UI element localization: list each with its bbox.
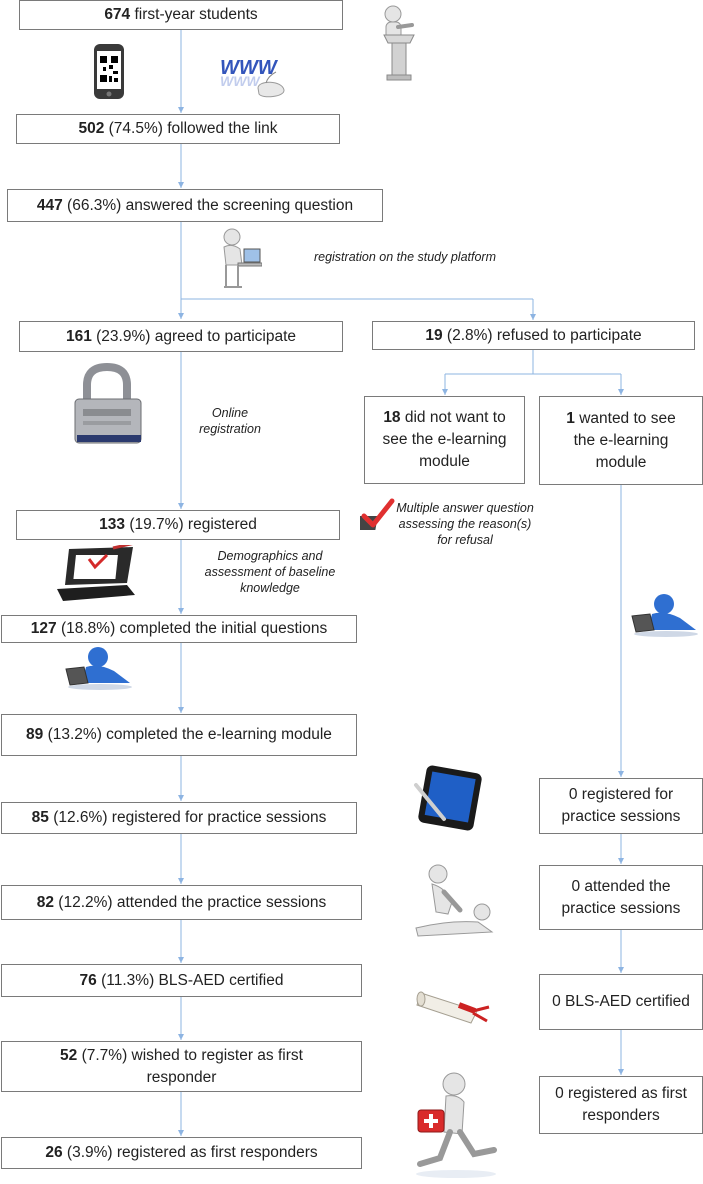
box-initial-questions: 127 (18.8%) completed the initial questi… (1, 615, 357, 643)
note-online-registration: Online registration (199, 406, 261, 436)
box-registered: 133 (19.7%) registered (16, 510, 340, 540)
box-agreed: 161 (23.9%) agreed to participate (19, 321, 343, 352)
first-aid-runner-icon (416, 1072, 497, 1178)
box-registered-practice: 85 (12.6%) registered for practice sessi… (1, 802, 357, 834)
box-right-first-responders: 0 registered as first responders (539, 1076, 703, 1134)
box-refused: 19 (2.8%) refused to participate (372, 321, 695, 350)
box-first-year-students: 674 first-year students (19, 0, 343, 30)
box-wished-first-responder: 52 (7.7%) wished to register as first re… (1, 1041, 362, 1092)
box-screening-question: 447 (66.3%) answered the screening quest… (7, 189, 383, 222)
qr-phone-icon (94, 44, 124, 99)
checkmark-icon (360, 498, 395, 530)
box-attended-practice: 82 (12.2%) attended the practice session… (1, 885, 362, 920)
diploma-icon (416, 991, 490, 1024)
lectern-figure-icon (383, 5, 415, 81)
box-registered-first-responders: 26 (3.9%) registered as first responders (1, 1137, 362, 1169)
note-multiple-answer: Multiple answer question assessing the r… (396, 501, 534, 547)
padlock-icon (74, 363, 142, 444)
www-mouse-icon: WWW WWW (220, 57, 285, 98)
laptop-checklist-icon (57, 545, 135, 601)
svg-text:WWW: WWW (220, 73, 261, 89)
note-demographics: Demographics and assessment of baseline … (204, 549, 336, 595)
cpr-figure-icon (415, 864, 494, 937)
tablet-pen-icon (414, 765, 482, 831)
box-elearning-completed: 89 (13.2%) completed the e-learning modu… (1, 714, 357, 756)
box-did-not-want-elearning: 18 did not want to see the e-learning mo… (364, 396, 525, 484)
box-followed-link: 502 (74.5%) followed the link (16, 114, 340, 144)
figure-laptop-right-icon (631, 594, 698, 637)
box-right-registered-practice: 0 registered for practice sessions (539, 778, 703, 834)
computer-user-icon (223, 228, 262, 288)
box-right-attended-practice: 0 attended the practice sessions (539, 865, 703, 930)
box-certified: 76 (11.3%) BLS-AED certified (1, 964, 362, 997)
box-right-certified: 0 BLS-AED certified (539, 974, 703, 1030)
box-wanted-elearning: 1 wanted to see the e-learning module (539, 396, 703, 485)
figure-laptop-icon (65, 647, 132, 690)
note-study-platform: registration on the study platform (313, 250, 497, 264)
svg-text:WWW: WWW (220, 57, 279, 79)
